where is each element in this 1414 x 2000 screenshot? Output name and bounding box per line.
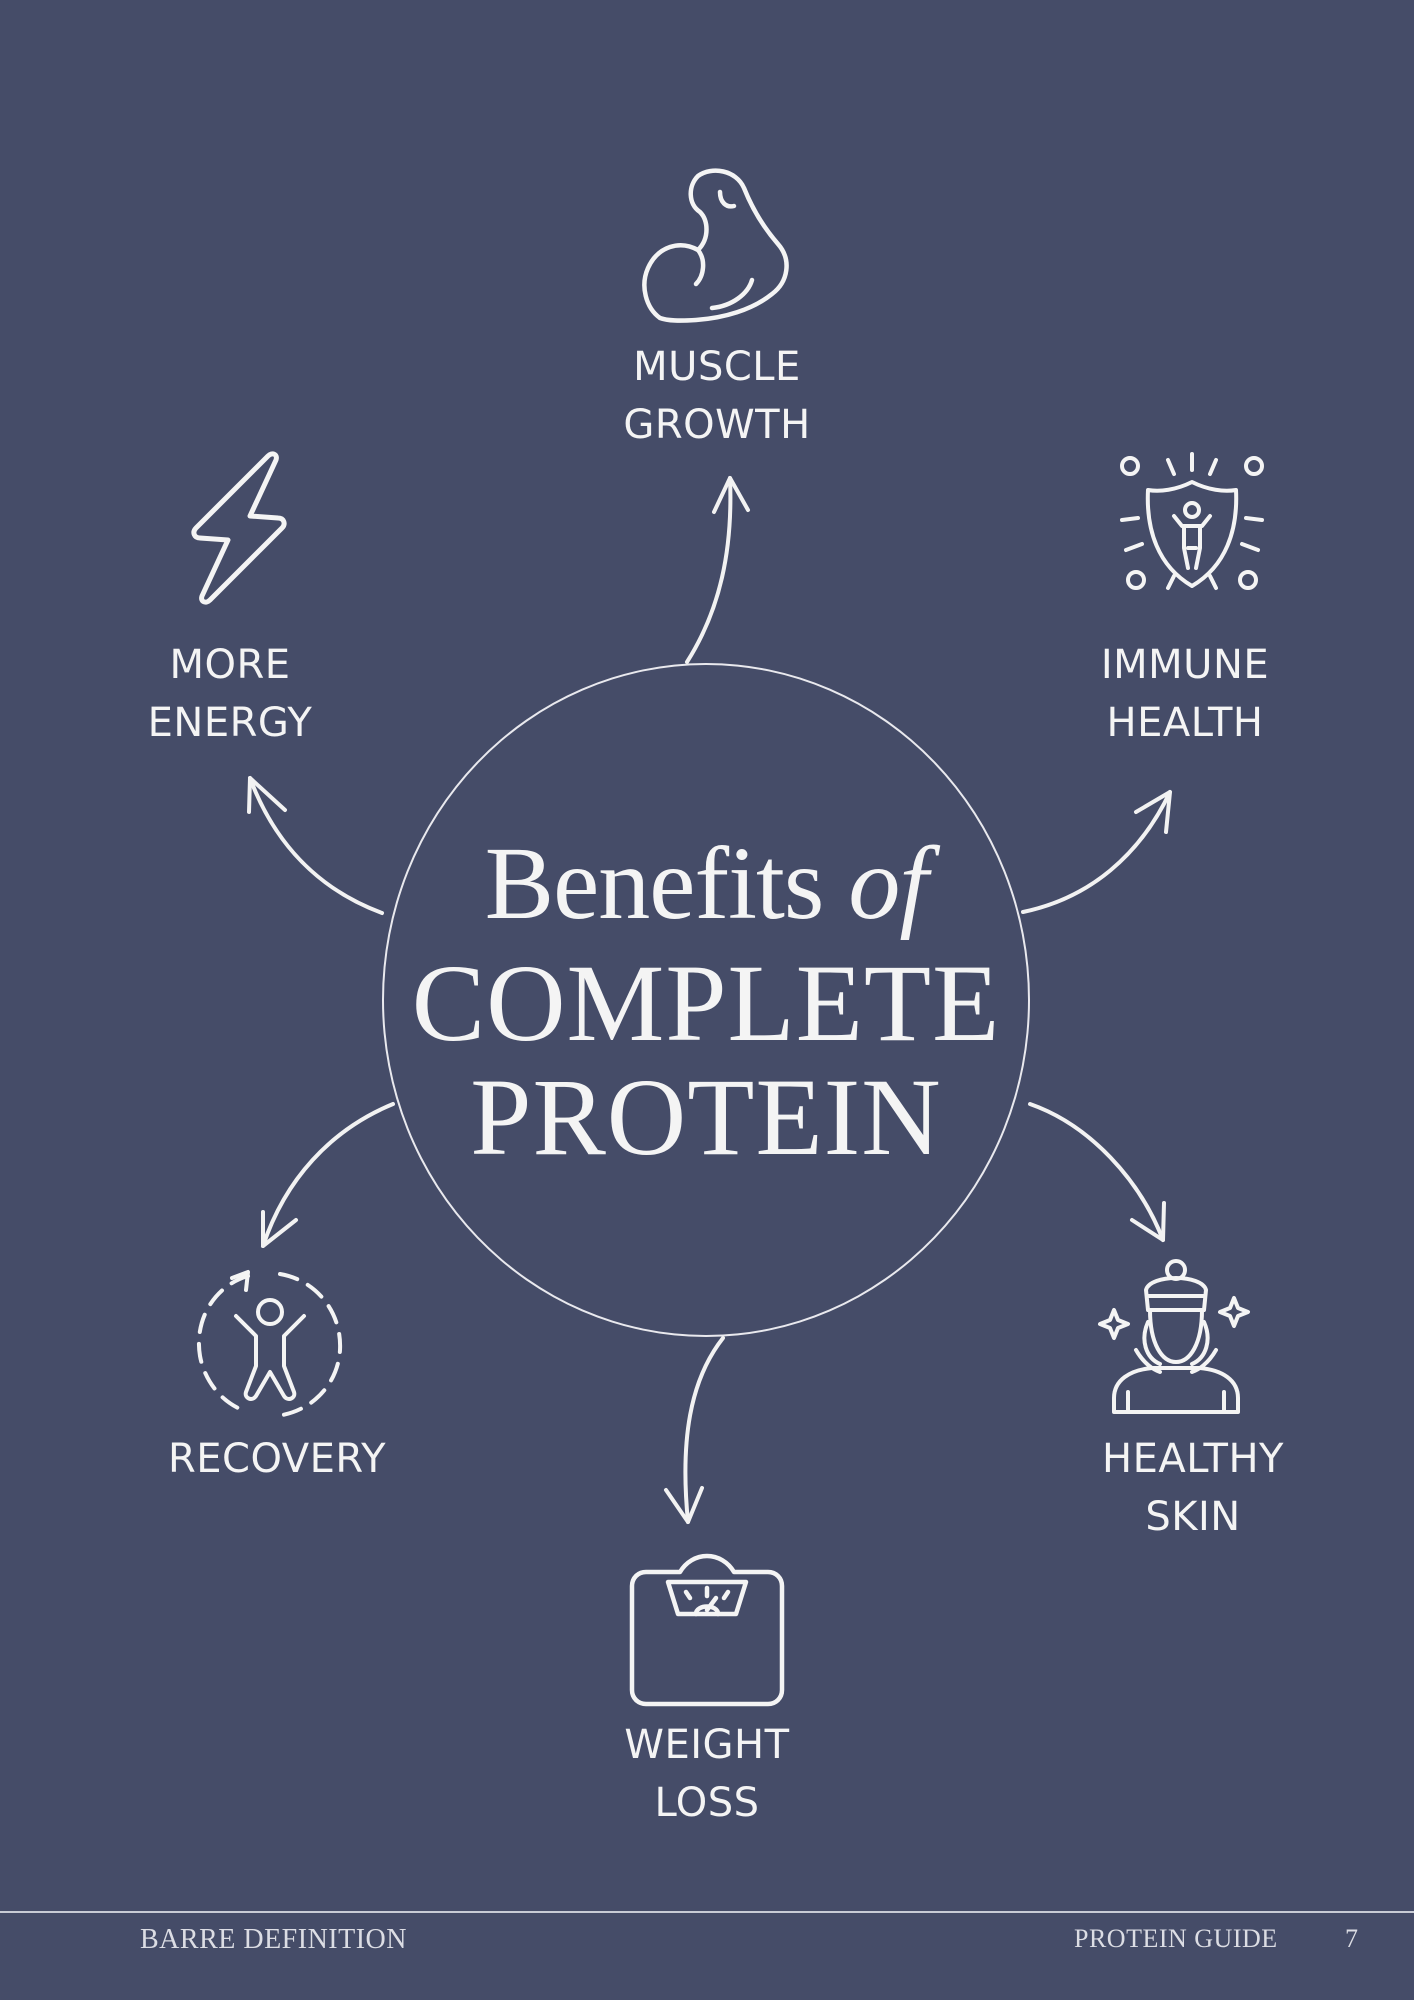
footer-divider [0,1911,1414,1913]
footer-page-number: 7 [1345,1924,1359,1953]
shield-person-icon [1120,452,1264,590]
arrow-more-energy [247,776,384,915]
arrow-immune-health [1021,790,1172,914]
more-energy-line2: ENERGY [147,700,313,746]
more-energy-line1: MORE [169,642,291,688]
benefit-label-recovery: RECOVERY [150,1430,404,1488]
muscle-growth-line2: GROWTH [623,402,811,448]
person-cycle-icon [196,1270,343,1418]
immune-health-line2: HEALTH [1106,700,1264,746]
healthy-skin-line1: HEALTHY [1102,1436,1284,1482]
weight-loss-line2: LOSS [654,1780,760,1826]
recovery-line1: RECOVERY [167,1436,387,1482]
title-line-benefits: Benefits of [382,832,1030,936]
footer-section-title: PROTEIN GUIDE [1074,1924,1278,1953]
footer-brand: BARRE DEFINITION [140,1924,407,1955]
arrow-recovery [261,1102,395,1248]
muscle-growth-line1: MUSCLE [633,344,801,390]
benefit-label-weight-loss: WEIGHT LOSS [600,1716,814,1832]
benefit-label-more-energy: MORE ENERGY [120,636,340,752]
title-line-protein: PROTEIN [470,1056,942,1178]
lightning-bolt-icon [191,451,287,605]
benefit-label-muscle-growth: MUSCLE GROWTH [600,338,834,454]
woman-sparkle-icon [1098,1259,1250,1414]
arrow-healthy-skin [1028,1102,1166,1242]
arrow-muscle-growth [685,476,750,664]
immune-health-line1: IMMUNE [1100,642,1270,688]
center-circle [382,663,1030,1337]
benefit-label-healthy-skin: HEALTHY SKIN [1080,1430,1306,1546]
flexed-bicep-icon [642,168,789,323]
title-benefits-word: Benefits [484,826,825,941]
benefit-label-immune-health: IMMUNE HEALTH [1080,636,1290,752]
healthy-skin-line2: SKIN [1145,1494,1241,1540]
title-line-complete: COMPLETE [411,942,1001,1064]
weight-loss-line1: WEIGHT [624,1722,790,1768]
arrow-weight-loss [664,1336,725,1524]
weight-scale-icon [629,1553,785,1707]
title-of-word: of [848,826,928,941]
